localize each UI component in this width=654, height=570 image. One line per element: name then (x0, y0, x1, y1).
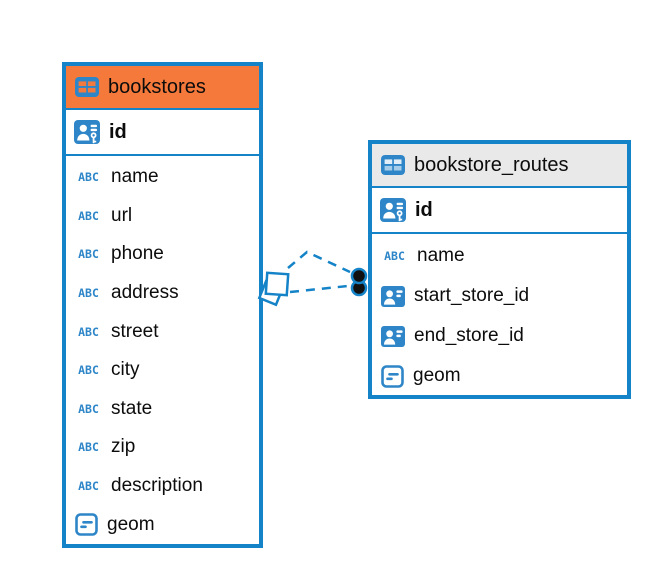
person-key-icon (74, 120, 100, 144)
table-row[interactable]: geom (66, 505, 259, 544)
person-icon (381, 285, 405, 307)
table-row[interactable]: ABC state (66, 390, 259, 429)
column-name: city (111, 359, 140, 381)
table-bookstore-routes[interactable]: bookstore_routes id ABC (368, 140, 631, 399)
text-type-icon: ABC (78, 170, 99, 185)
table-title: bookstore_routes (414, 153, 569, 176)
table-row[interactable]: ABC phone (66, 235, 259, 274)
primary-key-name: id (109, 120, 127, 143)
table-bookstore-routes-header[interactable]: bookstore_routes (372, 144, 627, 188)
table-row[interactable]: geom (372, 356, 627, 396)
table-row[interactable]: start_store_id (372, 276, 627, 316)
text-type-icon: ABC (78, 401, 99, 416)
table-icon (75, 77, 99, 97)
geometry-type-icon (381, 364, 404, 388)
diamond-marker (257, 271, 290, 307)
column-name: end_store_id (414, 325, 524, 346)
table-icon (381, 155, 405, 175)
column-list: ABC name ABC url ABC phone ABC address A… (66, 156, 259, 544)
table-title: bookstores (108, 75, 206, 98)
table-row[interactable]: ABC url (66, 197, 259, 236)
column-name: start_store_id (414, 285, 530, 306)
table-row[interactable]: id (372, 188, 627, 234)
text-type-icon: ABC (78, 479, 99, 494)
table-row[interactable]: end_store_id (372, 316, 627, 356)
table-row[interactable]: ABC zip (66, 428, 259, 467)
primary-key-name: id (415, 198, 433, 221)
text-type-icon: ABC (384, 249, 405, 263)
table-row[interactable]: ABC street (66, 312, 259, 351)
table-row[interactable]: ABC name (372, 236, 627, 276)
column-name: street (111, 320, 159, 342)
column-list: ABC name start_store_id (372, 234, 627, 396)
table-row[interactable]: ABC description (66, 467, 259, 506)
column-name: name (111, 166, 159, 188)
relation-line[interactable] (289, 284, 349, 294)
text-type-icon: ABC (78, 286, 99, 301)
text-type-icon: ABC (78, 247, 99, 262)
text-type-icon: ABC (78, 440, 99, 455)
table-bookstores-header[interactable]: bookstores (66, 66, 259, 110)
relation-line[interactable] (287, 250, 351, 274)
circle-marker (350, 267, 368, 297)
column-name: geom (107, 513, 155, 535)
table-row[interactable]: ABC city (66, 351, 259, 390)
text-type-icon: ABC (78, 324, 99, 339)
column-name: url (111, 204, 133, 226)
text-type-icon: ABC (78, 208, 99, 223)
table-row[interactable]: ABC address (66, 274, 259, 313)
person-key-icon (380, 198, 406, 222)
column-name: phone (111, 243, 164, 265)
column-name: state (111, 397, 153, 419)
column-name: address (111, 282, 179, 304)
table-bookstores[interactable]: bookstores id ABC (62, 62, 263, 548)
column-name: name (417, 245, 465, 266)
column-name: zip (111, 436, 136, 458)
column-name: geom (413, 365, 461, 386)
text-type-icon: ABC (78, 363, 99, 378)
column-name: description (111, 475, 203, 497)
table-row[interactable]: id (66, 110, 259, 156)
geometry-type-icon (75, 513, 98, 536)
person-icon (381, 325, 405, 347)
table-row[interactable]: ABC name (66, 158, 259, 197)
